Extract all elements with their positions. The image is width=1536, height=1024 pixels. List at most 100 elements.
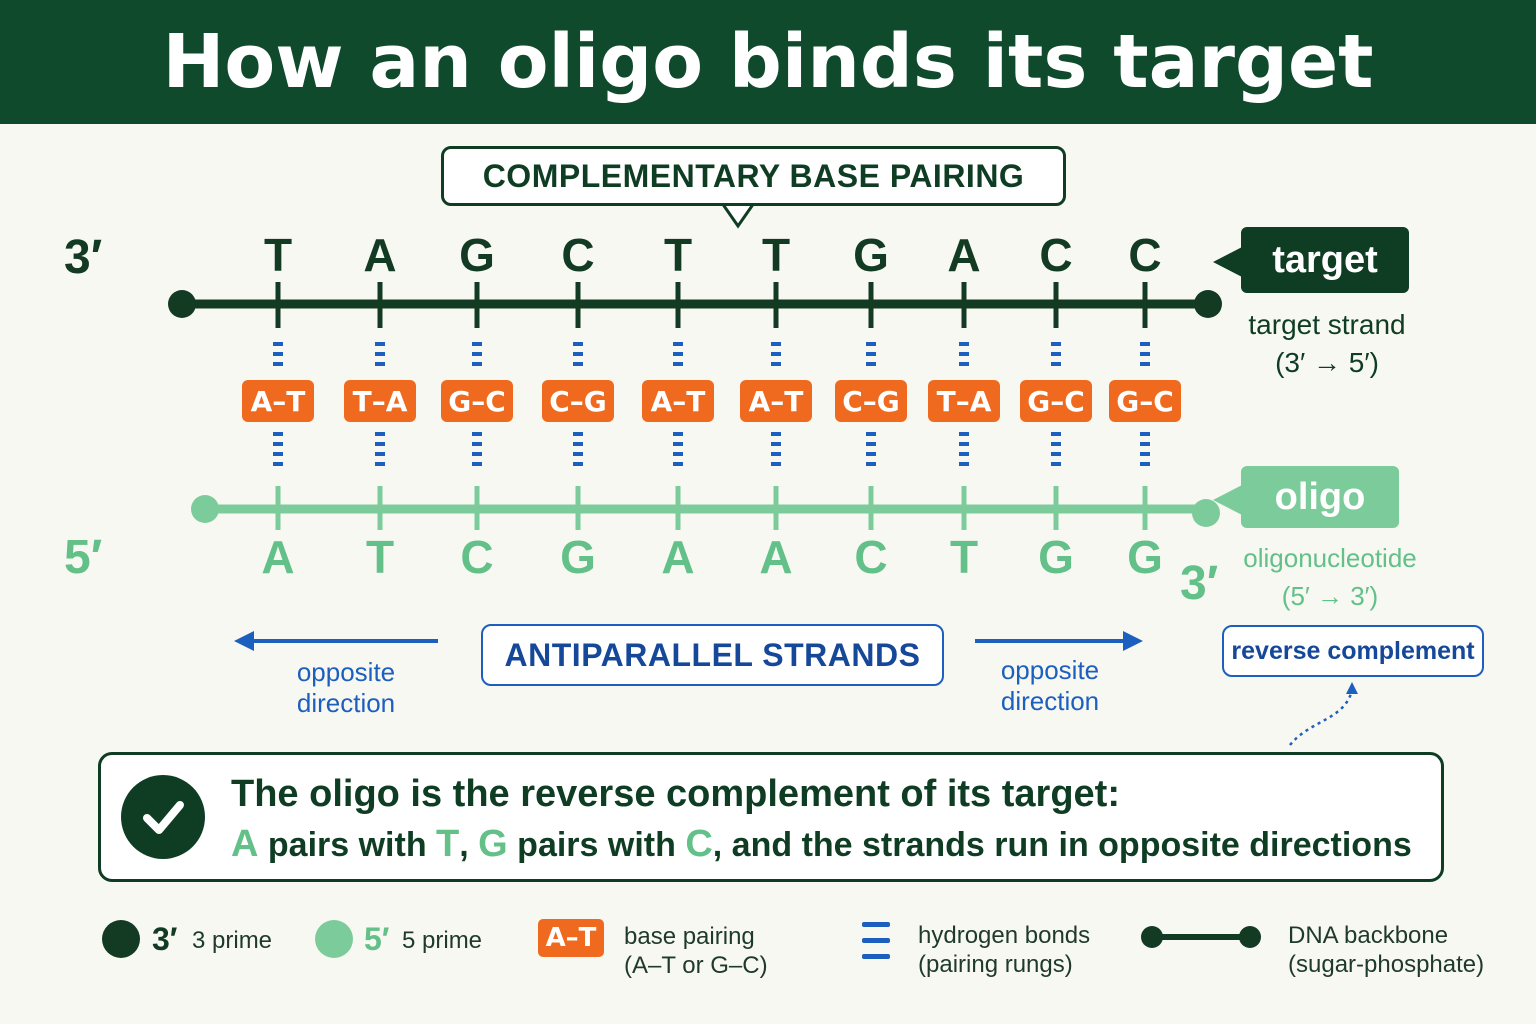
header-bar: How an oligo binds its target bbox=[0, 0, 1536, 124]
oligo-caption-line1: oligonucleotide bbox=[1243, 543, 1417, 573]
oligo-base: G bbox=[1127, 531, 1163, 583]
target-caption-line1: target strand bbox=[1248, 309, 1406, 340]
left-direction-line1: opposite bbox=[296, 657, 396, 687]
base-pairing-callout: COMPLEMENTARY BASE PAIRING bbox=[441, 146, 1066, 206]
base-pair-badge: G–C bbox=[1109, 380, 1181, 422]
target-base: C bbox=[561, 229, 595, 281]
base-pair-badge: C–G bbox=[835, 380, 907, 422]
hydrogen-bond-dash bbox=[375, 362, 385, 366]
hydrogen-bond-dash bbox=[375, 342, 385, 346]
hydrogen-bond-dash bbox=[573, 362, 583, 366]
legend-pair-line2: (A–T or G–C) bbox=[624, 952, 768, 979]
check-icon bbox=[121, 775, 205, 859]
hydrogen-bond-dash bbox=[866, 442, 876, 446]
base-pair-badge: A–T bbox=[740, 380, 812, 422]
hydrogen-bond-dash bbox=[1051, 352, 1061, 356]
hydrogen-bond-dash bbox=[673, 442, 683, 446]
hydrogen-bond-dash bbox=[1140, 462, 1150, 466]
target-base: A bbox=[363, 229, 397, 281]
legend-backbone-text: DNA backbone (sugar-phosphate) bbox=[1288, 921, 1484, 979]
legend-5prime-text: 5 prime bbox=[402, 927, 483, 954]
base-pair-badge: T–A bbox=[928, 380, 1000, 422]
hydrogen-bond-dash bbox=[1140, 432, 1150, 436]
oligo-base: A bbox=[759, 531, 793, 583]
hydrogen-bond-dash bbox=[959, 352, 969, 356]
hydrogen-bond-dash bbox=[472, 432, 482, 436]
hydrogen-bond-dash bbox=[771, 442, 781, 446]
hydrogen-bond-dash bbox=[1140, 352, 1150, 356]
hydrogen-bond-dash bbox=[866, 462, 876, 466]
hydrogen-bond-dash bbox=[573, 352, 583, 356]
hydrogen-bond-dash bbox=[771, 432, 781, 436]
hydrogen-bond-dash bbox=[866, 342, 876, 346]
target-base: G bbox=[853, 229, 889, 281]
base-pair-badge: A–T bbox=[642, 380, 714, 422]
hydrogen-bond-dash bbox=[273, 442, 283, 446]
hydrogen-bond-dash bbox=[1051, 362, 1061, 366]
hydrogen-bond-dash bbox=[673, 352, 683, 356]
target-tag: target bbox=[1241, 227, 1409, 293]
hydrogen-bond-dash bbox=[771, 462, 781, 466]
target-caption-line2: (3′ → 5′) bbox=[1275, 347, 1379, 378]
oligo-end-3prime: 3′ bbox=[1180, 557, 1219, 610]
hydrogen-bond-dash bbox=[573, 432, 583, 436]
summary-base-c: C bbox=[685, 823, 713, 865]
summary-base-a: A bbox=[231, 823, 259, 865]
hydrogen-bond-dash bbox=[472, 442, 482, 446]
hydrogen-bond-dash bbox=[375, 442, 385, 446]
summary-text-tail: , and the strands run in opposite direct… bbox=[712, 826, 1412, 864]
legend-3prime-text: 3 prime bbox=[192, 927, 273, 954]
target-base: T bbox=[761, 229, 791, 281]
target-base: T bbox=[263, 229, 293, 281]
oligo-base: T bbox=[365, 531, 395, 583]
reverse-complement-box: reverse complement bbox=[1222, 625, 1484, 677]
hydrogen-bond-dash bbox=[573, 462, 583, 466]
hydrogen-bond-dash bbox=[959, 432, 969, 436]
hydrogen-bond-dash bbox=[573, 452, 583, 456]
summary-headline: The oligo is the reverse complement of i… bbox=[231, 773, 1120, 815]
hydrogen-bond-dash bbox=[1140, 342, 1150, 346]
legend-pair-text: base pairing (A–T or G–C) bbox=[624, 922, 768, 980]
hydrogen-bond-dash bbox=[866, 432, 876, 436]
hydrogen-bond-dash bbox=[1051, 462, 1061, 466]
legend-3prime-symbol: 3′ bbox=[152, 921, 178, 957]
summary-text-pairs-1: pairs with bbox=[258, 826, 437, 864]
hydrogen-bond-dash bbox=[771, 362, 781, 366]
summary-detail: A pairs with T, G pairs with C, and the … bbox=[231, 823, 1412, 866]
hydrogen-bond-dash bbox=[771, 452, 781, 456]
oligo-base: G bbox=[560, 531, 596, 583]
oligo-end-5prime: 5′ bbox=[64, 531, 103, 584]
hydrogen-bond-dash bbox=[673, 432, 683, 436]
hydrogen-bond-dash bbox=[273, 462, 283, 466]
oligo-base: C bbox=[460, 531, 494, 583]
summary-text-pairs-2: pairs with bbox=[507, 826, 686, 864]
legend-5prime-dot bbox=[315, 920, 353, 958]
right-direction-line1: opposite bbox=[1000, 655, 1100, 685]
summary-base-t: T bbox=[436, 823, 460, 865]
target-tag-pointer bbox=[1213, 246, 1244, 278]
base-pair-badge: G–C bbox=[441, 380, 513, 422]
hydrogen-bond-dash bbox=[472, 452, 482, 456]
hydrogen-bond-dash bbox=[771, 352, 781, 356]
hydrogen-bond-dash bbox=[375, 432, 385, 436]
hydrogen-bond-dash bbox=[959, 442, 969, 446]
hydrogen-bond-dash bbox=[959, 462, 969, 466]
oligo-base: G bbox=[1038, 531, 1074, 583]
legend-hbond-line1: hydrogen bonds bbox=[918, 922, 1091, 949]
hydrogen-bond-dash bbox=[673, 462, 683, 466]
hydrogen-bond-dash bbox=[1140, 362, 1150, 366]
legend-3prime-dot bbox=[102, 920, 140, 958]
target-base: T bbox=[663, 229, 693, 281]
hydrogen-bond-dash bbox=[866, 452, 876, 456]
hydrogen-bond-dash bbox=[959, 362, 969, 366]
left-direction-text: opposite direction bbox=[266, 657, 426, 719]
target-backbone-end-left bbox=[168, 290, 196, 318]
hydrogen-bond-dash bbox=[472, 462, 482, 466]
legend-pair-line1: base pairing bbox=[624, 923, 755, 950]
hydrogen-bond-dash bbox=[673, 362, 683, 366]
hydrogen-bond-dash bbox=[1051, 442, 1061, 446]
base-pair-badge: T–A bbox=[344, 380, 416, 422]
legend-hbond-bar-1 bbox=[862, 922, 890, 927]
hydrogen-bond-dash bbox=[1051, 342, 1061, 346]
target-caption: target strand (3′ → 5′) bbox=[1227, 306, 1427, 382]
